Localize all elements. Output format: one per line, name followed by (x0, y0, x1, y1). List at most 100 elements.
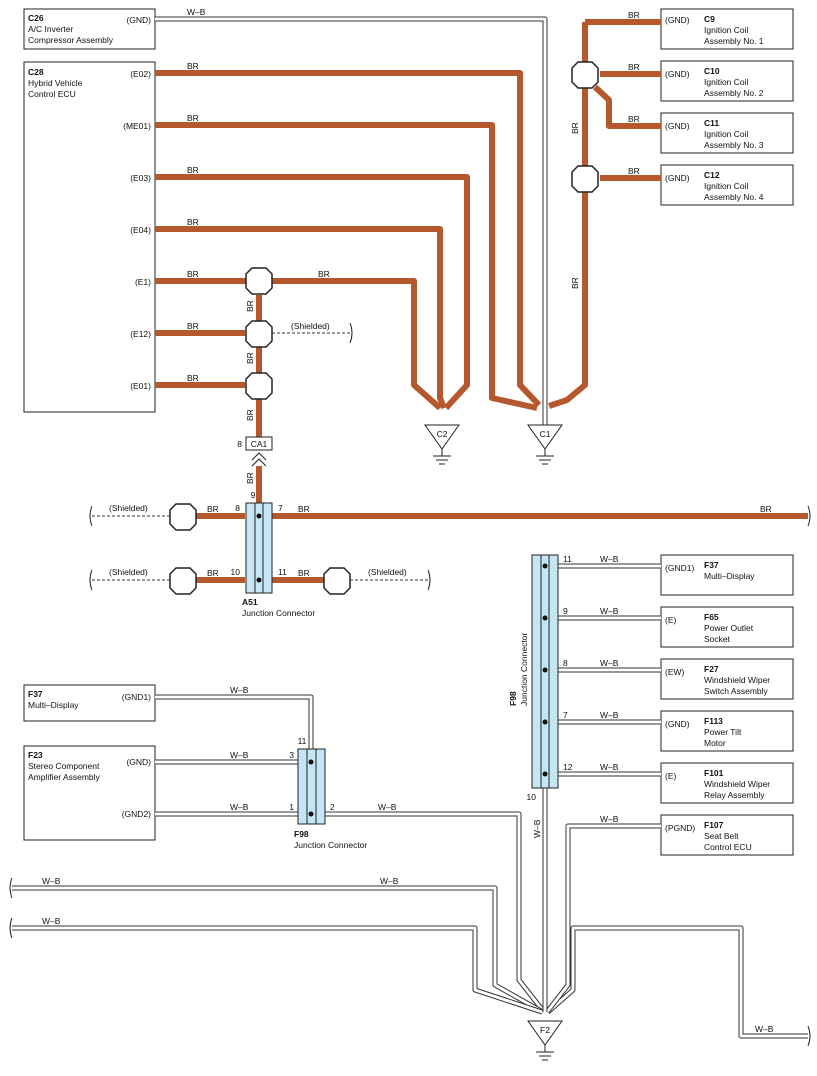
ecu-f65-code: F65 (704, 612, 719, 622)
f98s-pin-1: 1 (289, 802, 294, 812)
f98s-pin-11: 11 (298, 736, 307, 746)
ecu-f65-box: (E) F65 Power Outlet Socket (660, 606, 794, 648)
a51-pin-7: 7 (278, 503, 283, 513)
ecu-f37-left-code: F37 (28, 689, 43, 699)
coil-c9-line2: Assembly No. 1 (704, 36, 764, 46)
f98s-pin-3: 3 (289, 750, 294, 760)
wire-label-br: BR (628, 62, 640, 72)
junction-a51: 9 8 7 10 11 A51 Junction Connector (231, 490, 316, 618)
ecu-f37-left-box: F37 Multi–Display (GND1) (23, 684, 156, 722)
ecu-f101-pin: (E) (665, 771, 677, 781)
coil-c9-line1: Ignition Coil (704, 25, 749, 35)
ground-c2-label: C2 (437, 429, 448, 439)
ground-f2: F2 (527, 1020, 563, 1061)
shielded-label-a51-br: (Shielded) (368, 567, 407, 577)
a51-pin-10: 10 (231, 567, 241, 577)
wire-labels: BR BR BR BR BR BR BR BR BR BR BR BR BR B… (42, 7, 774, 1034)
wire-label-br: BR (628, 166, 640, 176)
wire-label-br: BR (187, 321, 199, 331)
ecu-f27-line2: Switch Assembly (704, 686, 769, 696)
a51-pin-8: 8 (235, 503, 240, 513)
wire-label-br: BR (570, 277, 580, 289)
c28-box: C28 Hybrid Vehicle Control ECU (E02) (ME… (23, 61, 156, 413)
ecu-f113-line1: Power Tilt (704, 727, 742, 737)
ecu-f107-code: F107 (704, 820, 724, 830)
c28-pin-e03: (E03) (130, 173, 151, 183)
c26-line1: A/C Inverter (28, 24, 74, 34)
wire-label-br: BR (187, 61, 199, 71)
wire-label-br: BR (207, 504, 219, 514)
wire-label-br: BR (628, 10, 640, 20)
c28-code: C28 (28, 67, 44, 77)
coil-c11-pin: (GND) (665, 121, 690, 131)
wire-label-br: BR (570, 122, 580, 134)
ecu-f23-line2: Amplifier Assembly (28, 772, 101, 782)
c28-pin-e1: (E1) (135, 277, 151, 287)
wire-label-wb: W–B (380, 876, 399, 886)
wire-label-br: BR (245, 472, 255, 484)
ecu-f37-right-code: F37 (704, 560, 719, 570)
f98b-pin-11: 11 (563, 554, 572, 564)
ecu-f101-line2: Relay Assembly (704, 790, 765, 800)
ecu-f101-line1: Windshield Wiper (704, 779, 770, 789)
ecu-f27-line1: Windshield Wiper (704, 675, 770, 685)
ground-c1: C1 (527, 424, 563, 465)
wire-label-wb: W–B (600, 710, 619, 720)
a51-pin-11: 11 (278, 567, 287, 577)
f98b-pin-9: 9 (563, 606, 568, 616)
splices (169, 61, 599, 595)
f98b-pin-7: 7 (563, 710, 568, 720)
f98s-pin-2: 2 (330, 802, 335, 812)
coil-c9-box: (GND) C9 Ignition Coil Assembly No. 1 (660, 8, 794, 50)
wire-label-br: BR (245, 352, 255, 364)
f98b-code: F98 (508, 691, 518, 706)
c26-box: C26 A/C Inverter Compressor Assembly (GN… (23, 8, 156, 50)
ground-c2: C2 (424, 424, 460, 465)
splice-coil-2 (571, 165, 599, 193)
wire-label-br: BR (628, 114, 640, 124)
splice-e1 (245, 267, 273, 295)
ca1-name: CA1 (251, 439, 268, 449)
wire-label-br: BR (245, 300, 255, 312)
splice-e12 (245, 320, 273, 348)
coil-c10-box: (GND) C10 Ignition Coil Assembly No. 2 (660, 60, 794, 102)
ecu-f113-box: (GND) F113 Power Tilt Motor (660, 710, 794, 752)
wire-label-br: BR (760, 504, 772, 514)
c28-pin-e01: (E01) (130, 381, 151, 391)
wire-label-wb: W–B (42, 876, 61, 886)
f98b-name: Junction Connector (519, 633, 529, 706)
wire-label-br: BR (207, 568, 219, 578)
shielded-lines: (Shielded) (Shielded) (Shielded) (Shield… (9, 321, 811, 1047)
coil-c12-line1: Ignition Coil (704, 181, 749, 191)
wire-label-wb: W–B (600, 606, 619, 616)
wire-label-wb: W–B (600, 814, 619, 824)
ecu-f23-pin-gnd2: (GND2) (122, 809, 151, 819)
wire-label-br: BR (187, 165, 199, 175)
ecu-f101-code: F101 (704, 768, 724, 778)
wire-label-br: BR (187, 373, 199, 383)
wire-label-br: BR (245, 409, 255, 421)
coil-c12-pin: (GND) (665, 173, 690, 183)
wire-label-br: BR (187, 269, 199, 279)
ecu-f23-pin-gnd: (GND) (126, 757, 151, 767)
wire-label-wb: W–B (187, 7, 206, 17)
ecu-f23-code: F23 (28, 750, 43, 760)
c28-pin-e04: (E04) (130, 225, 151, 235)
ecu-f113-line2: Motor (704, 738, 726, 748)
ecu-f27-box: (EW) F27 Windshield Wiper Switch Assembl… (660, 658, 794, 700)
ecu-f23-box: F23 Stereo Component Amplifier Assembly … (23, 745, 156, 841)
coil-c11-line2: Assembly No. 3 (704, 140, 764, 150)
splice-a51-bottom-right (323, 567, 351, 595)
f98s-code: F98 (294, 829, 309, 839)
shielded-label-e12: (Shielded) (291, 321, 330, 331)
wire-label-br: BR (298, 568, 310, 578)
coil-c10-line2: Assembly No. 2 (704, 88, 764, 98)
wire-label-wb: W–B (230, 750, 249, 760)
a51-pin-9: 9 (251, 490, 256, 500)
ecu-f107-pin: (PGND) (665, 823, 695, 833)
wire-label-wb: W–B (378, 802, 397, 812)
wire-label-wb: W–B (755, 1024, 774, 1034)
ecu-f101-box: (E) F101 Windshield Wiper Relay Assembly (660, 762, 794, 804)
c28-line1: Hybrid Vehicle (28, 78, 83, 88)
